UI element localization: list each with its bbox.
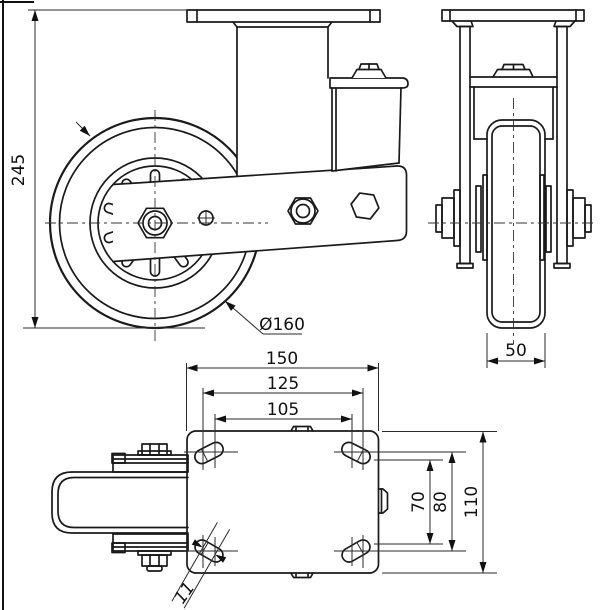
left-leg-foot xyxy=(456,262,474,269)
dim-slot-width-group: 11 xyxy=(171,522,231,609)
plate-bottom-tab xyxy=(290,572,314,579)
bolt-slot-top-left xyxy=(194,441,224,465)
dim-bolt-length-outer: 125 xyxy=(267,374,299,394)
fork-band-mask xyxy=(113,165,407,262)
front-view: 50 xyxy=(428,9,597,368)
dim-plate-depth-group: 110 xyxy=(462,431,487,573)
top-plate-front xyxy=(441,9,585,22)
bolt-slot-top-right xyxy=(341,441,371,465)
dim-slot-width: 11 xyxy=(171,579,200,608)
side-view: 245 Ø160 xyxy=(9,9,409,342)
right-leg-foot xyxy=(553,262,571,269)
dim-wheel-width: 50 xyxy=(505,341,527,361)
plate-top-tab xyxy=(290,425,314,432)
dim-overall-height-group: 245 xyxy=(9,9,205,329)
fork-band xyxy=(112,165,408,263)
mounting-plate xyxy=(186,430,380,574)
dim-plate-depth: 110 xyxy=(462,486,482,518)
left-fork-leg xyxy=(459,25,471,265)
kingpin-bottom-nut xyxy=(287,197,319,225)
left-axle-stack xyxy=(435,189,461,247)
right-fork-leg xyxy=(556,25,568,265)
wheel-tread-inner xyxy=(491,125,541,323)
swivel-column-mask xyxy=(237,25,330,180)
swivel-housing-front xyxy=(469,63,558,140)
top-plate-side xyxy=(186,9,381,23)
dim-wheel-width-group: 50 xyxy=(486,333,546,368)
dim-plate-length: 150 xyxy=(266,349,298,369)
dim-bolt-depth-outer-group: 80 xyxy=(431,452,456,551)
right-inner-washer xyxy=(545,185,552,253)
wheel-front xyxy=(486,119,546,329)
top-view-fork-wheel xyxy=(51,443,189,572)
dim-overall-height: 245 xyxy=(9,154,29,186)
swivel-housing xyxy=(329,63,409,172)
plate-right-clip xyxy=(377,488,389,514)
left-inner-washer xyxy=(475,185,482,253)
swivel-column xyxy=(232,21,333,181)
dim-bolt-length-inner-group: 105 xyxy=(215,400,352,423)
dim-bolt-length-outer-group: 125 xyxy=(203,374,363,397)
right-axle-stack xyxy=(566,189,592,247)
dim-wheel-diameter: Ø160 xyxy=(259,315,305,335)
dim-bolt-depth-inner-group: 70 xyxy=(409,460,434,544)
dim-wheel-diameter-group: Ø160 xyxy=(224,300,305,335)
dim-bolt-depth-outer: 80 xyxy=(431,491,451,513)
slot-crosshairs xyxy=(184,437,374,568)
dim-bolt-length-inner: 105 xyxy=(267,400,299,420)
tread-arrow xyxy=(75,121,91,137)
extension-lines xyxy=(186,363,497,574)
dim-bolt-depth-inner: 70 xyxy=(409,491,429,513)
sheet-border xyxy=(0,0,34,610)
dim-plate-length-group: 150 xyxy=(186,349,379,372)
top-view: 150 125 105 70 80 110 11 xyxy=(51,349,497,609)
hex-hole xyxy=(350,192,380,220)
